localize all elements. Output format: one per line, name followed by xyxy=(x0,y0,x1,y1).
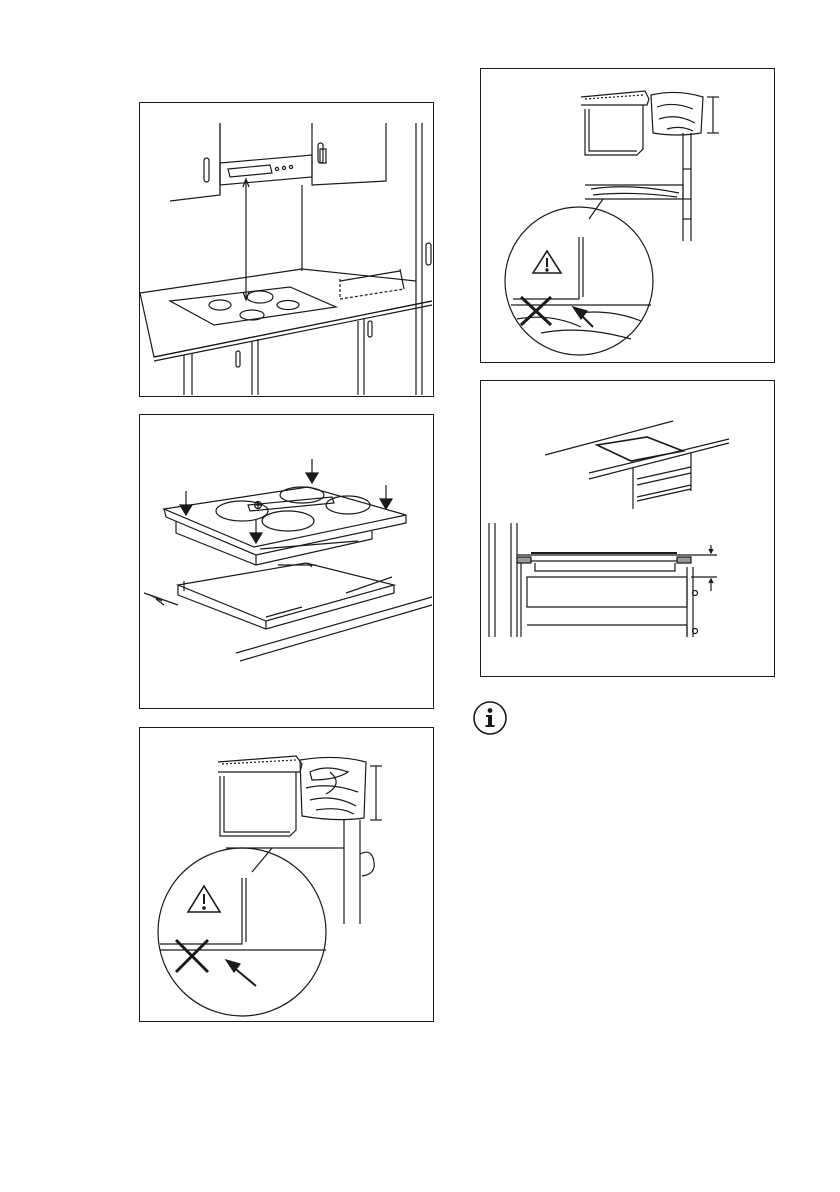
figure-worktop-edge-warning xyxy=(139,727,434,1022)
worktop-edge-drawing-2 xyxy=(481,69,775,363)
worktop-edge-drawing xyxy=(140,728,434,1022)
hood-distance-drawing xyxy=(140,103,434,397)
figure-hob-seal-insertion xyxy=(139,414,434,709)
figure-worktop-edge-warning-2 xyxy=(480,68,775,363)
hob-clearance-drawing xyxy=(481,381,775,677)
information-icon xyxy=(472,700,508,736)
hob-seal-drawing xyxy=(140,415,434,709)
figure-hob-flush-clearance xyxy=(480,380,775,677)
figure-hood-distance xyxy=(139,102,434,397)
